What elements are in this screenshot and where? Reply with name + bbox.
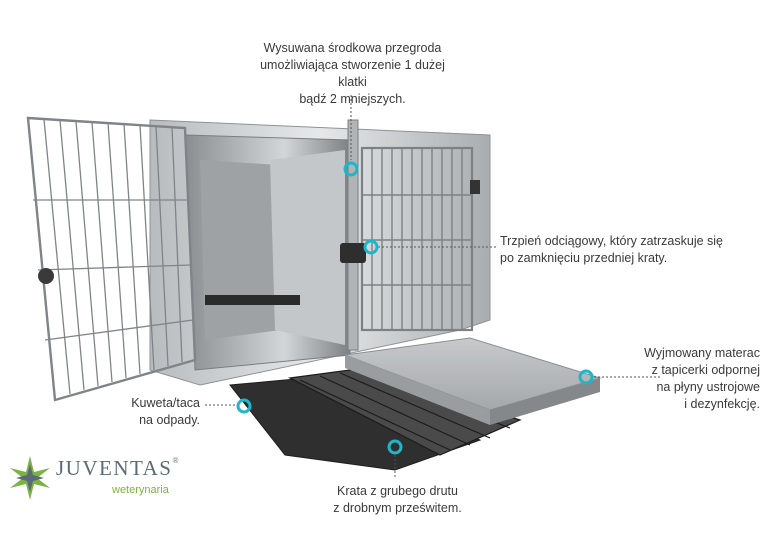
markers: [236, 161, 594, 455]
marker-mattress: [578, 369, 594, 385]
annotation-line: bądź 2 mniejszych.: [299, 92, 406, 106]
cage-body: [149, 119, 491, 386]
annotation-line: z drobnym prześwitem.: [333, 501, 462, 515]
tray-slot: [205, 295, 300, 305]
annotation-divider: Wysuwana środkowa przegroda umożliwiając…: [250, 40, 455, 108]
marker-pin: [363, 239, 379, 255]
annotation-tray: Kuweta/taca na odpady.: [100, 395, 200, 429]
front-grate-right[interactable]: [360, 146, 474, 332]
annotation-line: po zamknięciu przedniej kraty.: [500, 251, 668, 265]
logo-subtitle: weterynaria: [112, 484, 169, 496]
mattress[interactable]: [344, 337, 602, 425]
leader-lines: [205, 95, 660, 478]
annotation-line: Wyjmowany materac: [644, 346, 760, 360]
marker-grate: [387, 439, 403, 455]
logo-name: JUVENTAS®: [56, 456, 180, 481]
door-handle[interactable]: [38, 268, 54, 284]
logo-registered: ®: [172, 456, 181, 465]
annotation-line: Trzpień odciągowy, który zatrzaskuje się: [500, 234, 724, 248]
annotation-line: i dezynfekcję.: [684, 397, 760, 411]
marker-tray: [236, 398, 252, 414]
hinge: [470, 180, 480, 194]
annotation-grate: Krata z grubego drutu z drobnym prześwit…: [320, 483, 475, 517]
annotation-line: na odpady.: [139, 413, 200, 427]
logo-name-text: JUVENTAS: [56, 456, 173, 480]
marker-divider: [343, 161, 359, 177]
annotation-line: na płyny ustrojowe: [656, 380, 760, 394]
annotation-pin: Trzpień odciągowy, który zatrzaskuje się…: [500, 233, 760, 267]
annotation-line: Wysuwana środkowa przegroda: [263, 41, 442, 55]
latch-pin[interactable]: [340, 243, 366, 263]
annotation-line: Kuweta/taca: [131, 396, 200, 410]
annotation-line: umożliwiająca stworzenie 1 dużej klatki: [260, 58, 445, 89]
annotation-mattress: Wyjmowany materac z tapicerki odpornej n…: [620, 345, 760, 413]
center-divider[interactable]: [347, 119, 359, 351]
juventas-logo-star: [10, 456, 50, 500]
annotation-line: Krata z grubego drutu: [337, 484, 458, 498]
annotation-line: z tapicerki odpornej: [651, 363, 760, 377]
front-grate-left-open[interactable]: [26, 116, 197, 402]
